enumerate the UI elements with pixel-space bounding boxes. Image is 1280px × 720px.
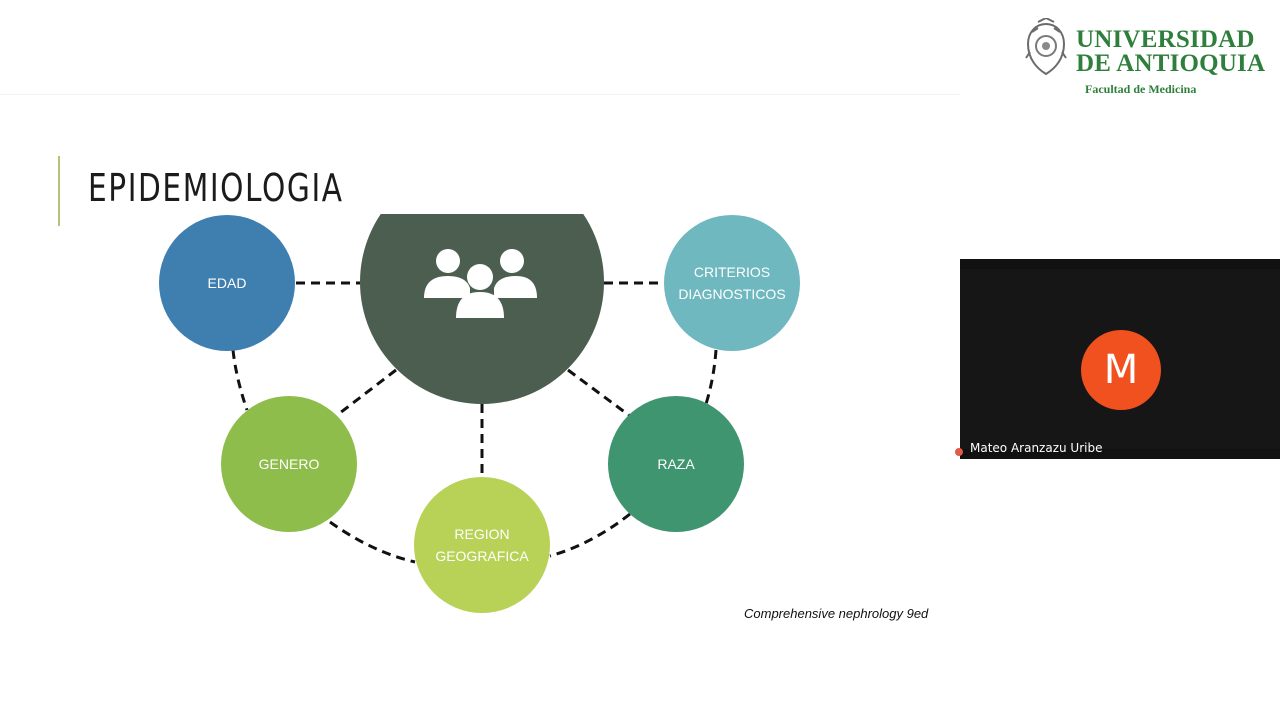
node-label-line: REGION bbox=[454, 526, 509, 542]
node-edad: EDAD bbox=[159, 215, 295, 351]
logo-title-line2: DE ANTIOQUIA bbox=[1076, 50, 1266, 77]
connector-center-raza bbox=[567, 368, 631, 418]
node-criterios-diagnosticos: CRITERIOS DIAGNOSTICOS bbox=[664, 215, 800, 351]
node-label-line: GENERO bbox=[259, 456, 320, 472]
recording-indicator-icon bbox=[955, 448, 963, 456]
participant-video-tile[interactable]: M Mateo Aranzazu Uribe bbox=[960, 259, 1280, 459]
arc-edad-genero bbox=[231, 349, 249, 411]
svg-text:EDAD: EDAD bbox=[208, 275, 247, 291]
participant-name: Mateo Aranzazu Uribe bbox=[970, 441, 1103, 455]
node-region-geografica: REGION GEOGRAFICA bbox=[414, 477, 550, 613]
title-accent-bar bbox=[58, 156, 60, 226]
epidemiology-diagram: EDAD CRITERIOS DIAGNOSTICOS GENERO RAZA R… bbox=[159, 214, 800, 613]
arc-genero-region bbox=[329, 520, 416, 564]
arc-criterios-raza bbox=[704, 349, 718, 405]
logo-title-line1: UNIVERSIDAD bbox=[1076, 26, 1255, 53]
video-tile-content: M Mateo Aranzazu Uribe bbox=[960, 269, 1280, 455]
node-label-line: EDAD bbox=[208, 275, 247, 291]
arc-raza-region bbox=[549, 512, 631, 558]
slide-title: EPIDEMIOLOGIA bbox=[88, 166, 344, 210]
connector-center-genero bbox=[335, 368, 397, 418]
people-group-icon bbox=[424, 249, 537, 318]
university-logo: UNIVERSIDAD DE ANTIOQUIA Facultad de Med… bbox=[1022, 18, 1272, 98]
logo-subtitle: Facultad de Medicina bbox=[1085, 82, 1197, 96]
university-crest-icon bbox=[1025, 18, 1067, 76]
node-label-line: CRITERIOS bbox=[694, 264, 770, 280]
svg-text:RAZA: RAZA bbox=[657, 456, 695, 472]
node-genero: GENERO bbox=[221, 396, 357, 532]
node-label-line: GEOGRAFICA bbox=[435, 548, 529, 564]
citation-text: Comprehensive nephrology 9ed bbox=[744, 606, 929, 621]
svg-text:GENERO: GENERO bbox=[259, 456, 320, 472]
node-label-line: RAZA bbox=[657, 456, 695, 472]
node-raza: RAZA bbox=[608, 396, 744, 532]
center-circle bbox=[360, 214, 604, 404]
node-label-line: DIAGNOSTICOS bbox=[678, 286, 785, 302]
header-divider bbox=[0, 94, 960, 95]
participant-avatar: M bbox=[1081, 330, 1161, 410]
